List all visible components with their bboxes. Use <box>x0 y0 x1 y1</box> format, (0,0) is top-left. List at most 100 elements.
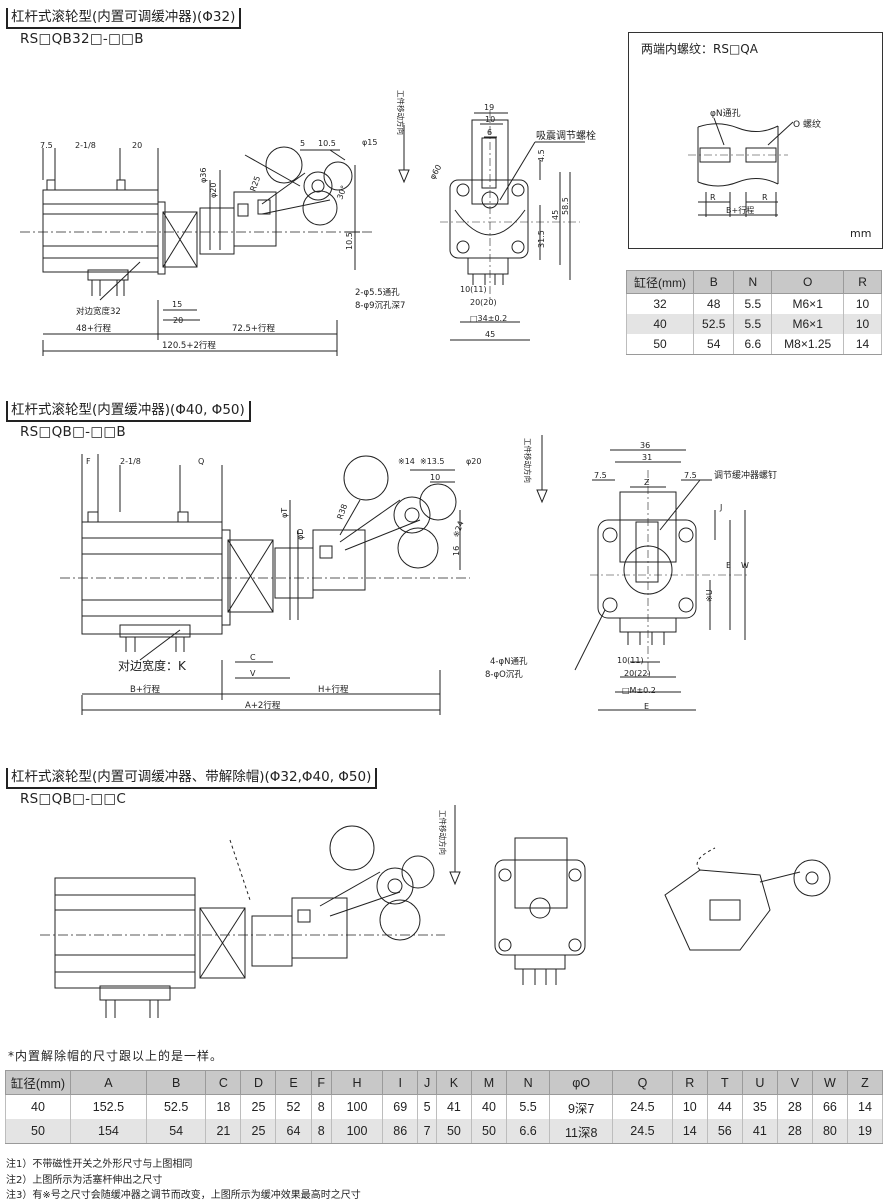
dim-label: A+2行程 <box>245 700 281 711</box>
dim-label: 对边宽度32 <box>76 306 121 317</box>
dim-label: R25 <box>248 175 262 193</box>
holes-label: 8-φO沉孔 <box>485 670 523 680</box>
dim-label: 31.5 <box>537 230 546 248</box>
table-header: D <box>240 1070 277 1095</box>
dim-label: φ20 <box>209 183 218 198</box>
table-cell: M6×1 <box>771 314 845 334</box>
holes-label: 2-φ5.5通孔 <box>355 287 400 298</box>
dim-label: E <box>644 702 649 711</box>
table-row: 40 52.5 5.5 M6×1 10 <box>625 314 882 334</box>
table-header: R <box>843 270 882 294</box>
dim-label: 16 <box>452 546 461 556</box>
table-cell: 14 <box>843 334 882 355</box>
dim-label: ※13.5 <box>420 457 445 466</box>
direction-label: 工件移动方向 <box>523 438 533 483</box>
table-header: Z <box>846 1070 884 1095</box>
table-cell: 7 <box>417 1119 437 1144</box>
table-cell: 52.5 <box>693 314 735 334</box>
dim-label: R38 <box>335 503 349 521</box>
dim-label: φ60 <box>428 163 444 181</box>
dim-label: 20(22) <box>624 669 651 678</box>
label-adjust-screw: 调节缓冲器螺钉 <box>714 469 777 481</box>
table-cell: 10 <box>671 1094 708 1119</box>
table-header: B <box>693 270 735 294</box>
dim-label: J <box>719 503 722 512</box>
unit-label: mm <box>850 227 871 240</box>
table-header: W <box>811 1070 848 1095</box>
dim-label: 36 <box>640 441 650 450</box>
table-cell: 66 <box>811 1094 848 1119</box>
dim-label: 10(11) <box>460 285 487 294</box>
table-cell: 69 <box>382 1094 419 1119</box>
table-header: φO <box>549 1070 614 1095</box>
dim-label: 10 <box>485 115 495 124</box>
section2-model-code: RS□QB□-□□B <box>20 424 126 440</box>
section3-model-code: RS□QB□-□□C <box>20 791 127 807</box>
table-cell: 8 <box>310 1119 332 1144</box>
section1-title: 杠杆式滚轮型(内置可调缓冲器)(Φ32) <box>6 8 242 29</box>
holes-label: 4-φN通孔 <box>490 656 528 667</box>
label-phiN: φN通孔 <box>710 108 741 119</box>
dim-label: □34±0.2 <box>470 314 507 323</box>
section1-drawing: 7.5 2-1/8 20 5 10.5 φ15 φ36 φ20 R25 30° … <box>20 90 596 356</box>
note-1: 注1）不带磁性开关之外形尺寸与上图相同 <box>6 1159 193 1170</box>
table-cell: 50 <box>470 1119 507 1144</box>
thread-detail-drawing: φN通孔 O 螺纹 R R B+行程 mm <box>688 108 871 240</box>
table-cell: 19 <box>846 1119 884 1144</box>
label-shock-screw: 吸震调节螺栓 <box>536 129 596 142</box>
table-cell: 25 <box>240 1094 277 1119</box>
table-row: 50 154 54 21 25 64 8 100 86 7 50 50 6.6 … <box>5 1119 884 1144</box>
dim-label: φD <box>296 529 305 540</box>
label-B-stroke: B+行程 <box>726 205 754 215</box>
dim-label: 120.5+2行程 <box>162 340 216 351</box>
table-cell: 9深7 <box>549 1094 614 1119</box>
dim-label: 7.5 <box>594 471 607 480</box>
dim-label: 45 <box>485 330 495 339</box>
table-cell: 5.5 <box>733 293 773 314</box>
dim-label: H+行程 <box>318 684 349 695</box>
dim-label: E <box>726 561 731 570</box>
dim-label: 2-1/8 <box>75 141 96 150</box>
table-cell: 152.5 <box>70 1094 147 1119</box>
table-header: F <box>310 1070 332 1095</box>
dim-label: 6 <box>487 128 492 137</box>
table-cell: 52 <box>275 1094 312 1119</box>
direction-label: 工件移动方向 <box>396 90 406 135</box>
table-cell: 64 <box>275 1119 312 1144</box>
table-cell: 10 <box>843 314 882 334</box>
flats-label: 对边宽度：K <box>118 658 187 673</box>
table-cell: 56 <box>706 1119 743 1144</box>
table-cell: 6.6 <box>505 1119 551 1144</box>
dim-label: Z <box>644 478 650 487</box>
table-header: I <box>382 1070 419 1095</box>
note-3: 注3）有※号之尺寸会随缓冲器之调节而改变，上图所示为缓冲效果最高时之尺寸 <box>6 1190 361 1201</box>
roller <box>303 171 333 201</box>
table-header: M <box>470 1070 507 1095</box>
note-2: 注2）上图所示为活塞杆伸出之尺寸 <box>6 1175 163 1186</box>
table-cell: M8×1.25 <box>771 334 845 355</box>
dim-label: 10.5 <box>345 232 354 250</box>
table-cell: 21 <box>205 1119 242 1144</box>
table-cell: 154 <box>70 1119 147 1144</box>
dim-label: 30° <box>335 184 348 200</box>
table-cell: 5.5 <box>733 314 773 334</box>
dim-label: φ15 <box>362 138 377 147</box>
thread-detail-box <box>628 32 883 249</box>
table-row: 50 54 6.6 M8×1.25 14 <box>625 334 882 355</box>
table-cell: 14 <box>671 1119 708 1144</box>
section3-title: 杠杆式滚轮型(内置可调缓冲器、带解除帽)(Φ32,Φ40, Φ50) <box>6 768 378 789</box>
release-cap-note: *内置解除帽的尺寸跟以上的是一样。 <box>8 1049 224 1063</box>
table-cell: 25 <box>240 1119 277 1144</box>
dim-label: 19 <box>484 103 494 112</box>
table-cell: 24.5 <box>612 1094 673 1119</box>
direction-label: 工件移动方向 <box>438 810 448 855</box>
table-header: V <box>776 1070 813 1095</box>
dim-label: 10 <box>430 473 440 482</box>
section2-title: 杠杆式滚轮型(内置缓冲器)(Φ40, Φ50) <box>6 401 251 422</box>
dim-label: φT <box>280 508 289 518</box>
table-header: H <box>330 1070 384 1095</box>
table-cell: 52.5 <box>145 1094 207 1119</box>
table-cell: 6.6 <box>733 334 773 355</box>
table-row: 40 152.5 52.5 18 25 52 8 100 69 5 41 40 … <box>5 1094 884 1119</box>
table-cell: 44 <box>706 1094 743 1119</box>
